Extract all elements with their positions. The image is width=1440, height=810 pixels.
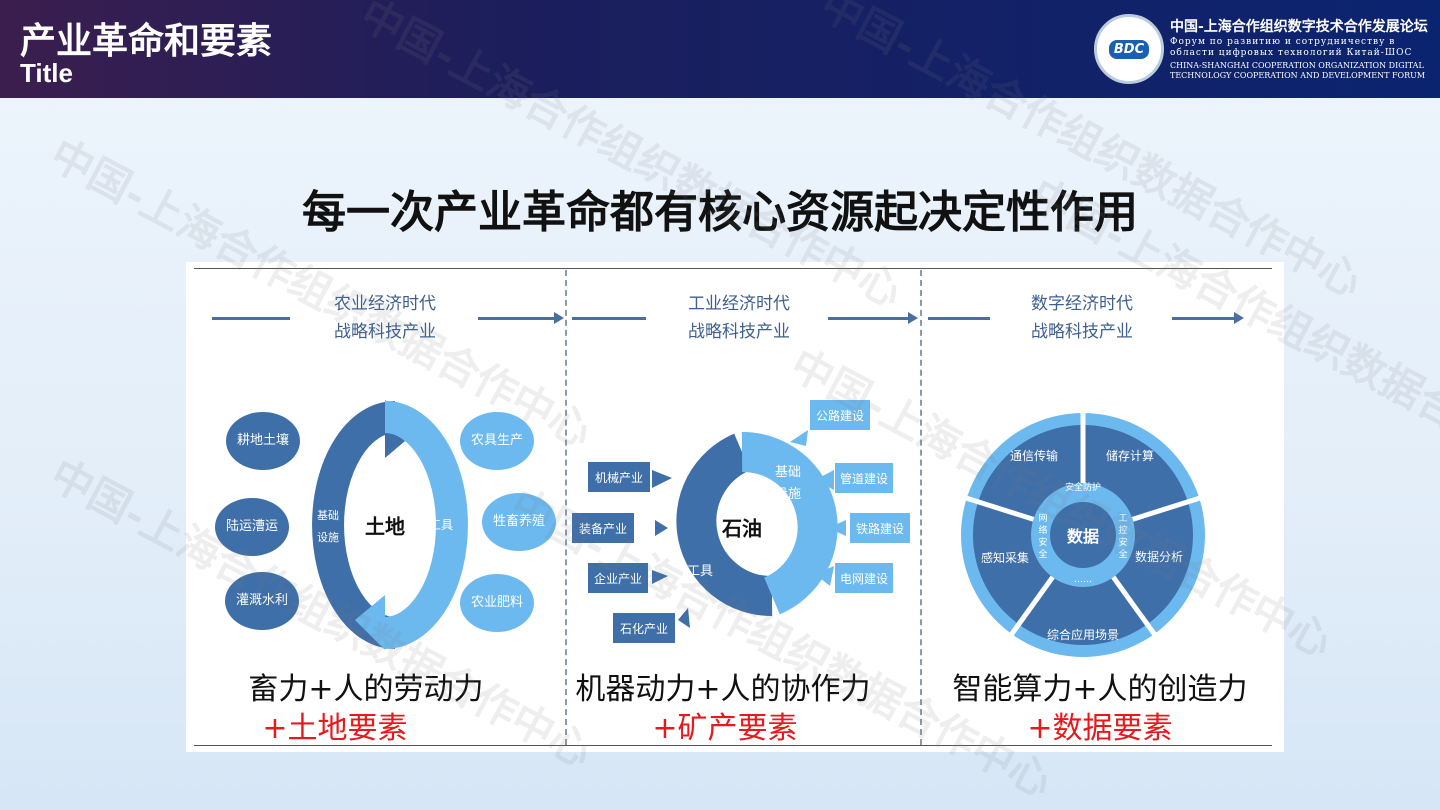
forum-logo: BDC — [1094, 14, 1164, 84]
cycle-segment: 感知采集 — [980, 551, 1030, 565]
industry-box: 企业产业 — [588, 563, 648, 593]
resource-oval: 陆运漕运 — [215, 498, 289, 556]
caption-digital: 智能算力+人的创造力 — [952, 672, 1248, 707]
era-header-agriculture: 农业经济时代战略科技产业 — [300, 290, 470, 346]
era-title: 农业经济时代 — [334, 294, 436, 314]
industry-box: 石化产业 — [613, 613, 675, 643]
core-resource-oil: 石油 — [722, 516, 762, 541]
donut-tool-segment — [676, 433, 773, 617]
security-label: 网络安全 — [1038, 514, 1048, 560]
data-core — [1050, 502, 1116, 568]
slide-subtitle: Title — [20, 58, 73, 88]
timeline-arrow — [828, 312, 918, 324]
timeline-arrow — [1172, 312, 1244, 324]
era-title: 工业经济时代 — [688, 294, 790, 314]
infrastructure-box: 管道建设 — [835, 463, 893, 493]
column-divider — [565, 270, 567, 745]
top-divider — [194, 268, 1272, 269]
resource-oval: 灌溉水利 — [225, 572, 299, 630]
org-name-cn: 中国-上海合作组织数字技术合作发展论坛 — [1170, 19, 1428, 35]
resource-oval: 农业肥料 — [460, 574, 534, 632]
slide-title: 产业革命和要素 — [20, 21, 273, 62]
infrastructure-box: 公路建设 — [810, 400, 870, 430]
cycle-segment: 通信传输 — [1009, 449, 1059, 463]
industry-arrows — [652, 470, 690, 628]
column-divider — [920, 270, 922, 745]
org-name-en: CHINA-SHANGHAI COOPERATION ORGANIZATION … — [1170, 61, 1426, 80]
resource-oval: 牲畜养殖 — [482, 493, 556, 551]
industry-box: 机械产业 — [588, 462, 650, 492]
ring-arrowhead — [355, 595, 385, 650]
cycle-segment: 储存计算 — [1105, 449, 1155, 463]
bottom-divider — [194, 745, 1272, 746]
era-header-industry: 工业经济时代战略科技产业 — [654, 290, 824, 346]
resource-oval: 农具生产 — [460, 412, 534, 470]
cycle-segment: 综合应用场景 — [1046, 628, 1120, 642]
logo-text: BDC — [1108, 39, 1150, 59]
timeline-arrow — [478, 312, 564, 324]
element-agriculture: +土地要素 — [262, 711, 408, 746]
security-label: 安全防护 — [1064, 483, 1102, 493]
donut-label: 基础设施 — [774, 465, 801, 502]
timeline-line — [212, 317, 290, 320]
industry-box: 装备产业 — [572, 513, 634, 543]
ring-label: 工具 — [428, 518, 454, 532]
ring-label: 基础设施 — [317, 509, 339, 544]
caption-industry: 机器动力+人的协作力 — [575, 672, 871, 707]
era-title: 数字经济时代 — [1031, 294, 1133, 314]
caption-agriculture: 畜力+人的劳动力 — [248, 672, 484, 707]
ring-right-arc — [384, 401, 468, 649]
donut-infra-segment — [741, 431, 838, 615]
main-heading: 每一次产业革命都有核心资源起决定性作用 — [302, 187, 1138, 238]
security-label: 工控安全 — [1118, 514, 1128, 560]
security-label: …… — [1074, 575, 1092, 585]
timeline-line — [572, 317, 646, 320]
era-subtitle: 战略科技产业 — [334, 322, 436, 342]
resource-oval: 耕地土壤 — [226, 412, 300, 470]
era-header-digital: 数字经济时代战略科技产业 — [997, 290, 1167, 346]
era-subtitle: 战略科技产业 — [1031, 322, 1133, 342]
org-name-ru: Форум по развитию и сотрудничеству в обл… — [1170, 37, 1413, 58]
element-industry: +矿产要素 — [652, 711, 798, 746]
donut-label: 工具 — [686, 564, 714, 579]
era-subtitle: 战略科技产业 — [688, 322, 790, 342]
element-digital: +数据要素 — [1027, 711, 1173, 746]
core-resource-land: 土地 — [365, 514, 405, 539]
cycle-segment: 数据分析 — [1134, 550, 1184, 564]
infrastructure-box: 铁路建设 — [850, 513, 910, 543]
header-bar: 产业革命和要素 Title BDC 中国-上海合作组织数字技术合作发展论坛 Фо… — [0, 0, 1440, 98]
timeline-line — [928, 317, 990, 320]
infrastructure-arrows — [790, 430, 846, 586]
infrastructure-box: 电网建设 — [835, 563, 893, 593]
core-resource-data: 数据 — [1066, 527, 1100, 546]
